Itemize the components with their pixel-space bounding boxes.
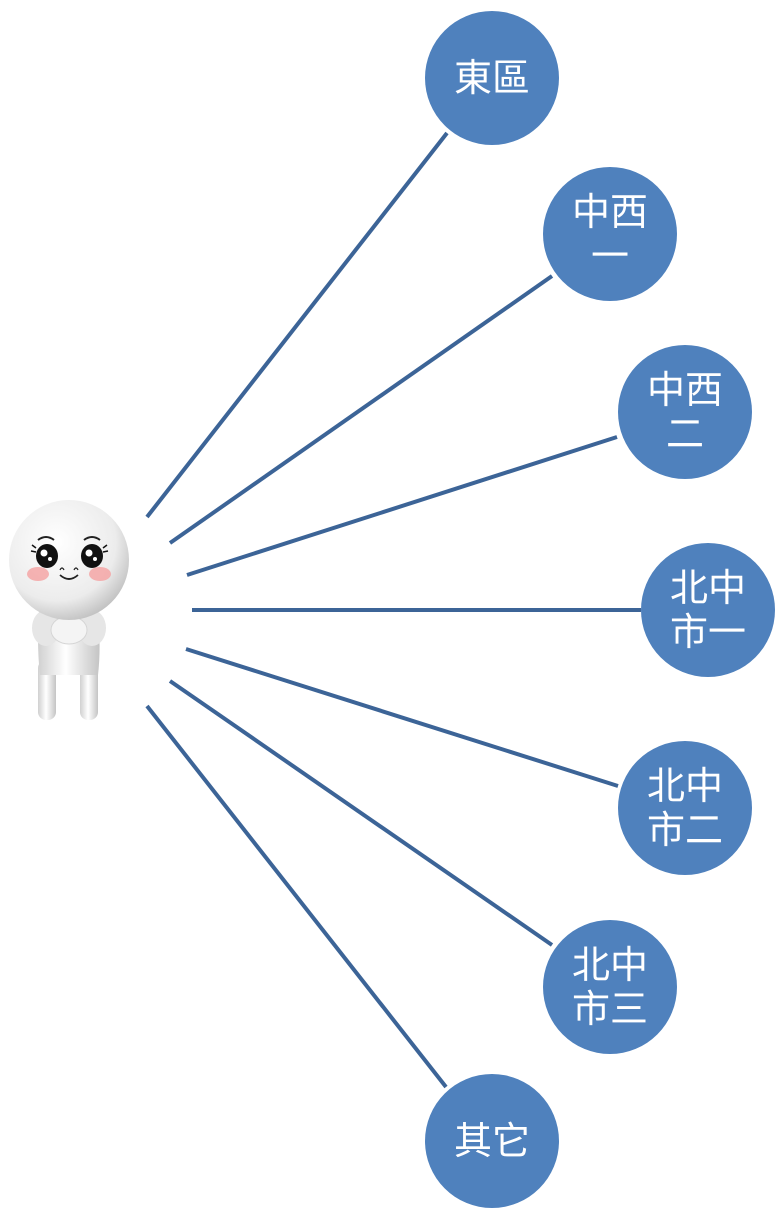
connector-north-central-2 bbox=[185, 647, 619, 788]
node-north-central-2[interactable]: 北中市二 bbox=[618, 741, 752, 875]
node-label: 北中市二 bbox=[646, 764, 723, 852]
node-label: 中西二 bbox=[646, 368, 723, 456]
node-central-west-1[interactable]: 中西一 bbox=[543, 167, 677, 301]
node-label: 中西一 bbox=[571, 190, 648, 278]
connector-other bbox=[145, 704, 448, 1089]
node-north-central-1[interactable]: 北中市一 bbox=[641, 543, 775, 677]
node-label: 北中市三 bbox=[571, 943, 648, 1031]
node-label: 北中市一 bbox=[669, 566, 746, 654]
character-icon bbox=[9, 500, 129, 720]
node-label: 東區 bbox=[453, 56, 530, 100]
connector-north-central-3 bbox=[168, 679, 554, 947]
connector-central-west-2 bbox=[186, 435, 618, 577]
node-other[interactable]: 其它 bbox=[425, 1074, 559, 1208]
node-east[interactable]: 東區 bbox=[425, 11, 559, 145]
connector-east bbox=[145, 131, 449, 519]
node-label: 其它 bbox=[453, 1119, 530, 1163]
connector-central-west-1 bbox=[168, 274, 554, 545]
node-central-west-2[interactable]: 中西二 bbox=[618, 345, 752, 479]
connector-lines bbox=[145, 131, 641, 1089]
node-north-central-3[interactable]: 北中市三 bbox=[543, 920, 677, 1054]
